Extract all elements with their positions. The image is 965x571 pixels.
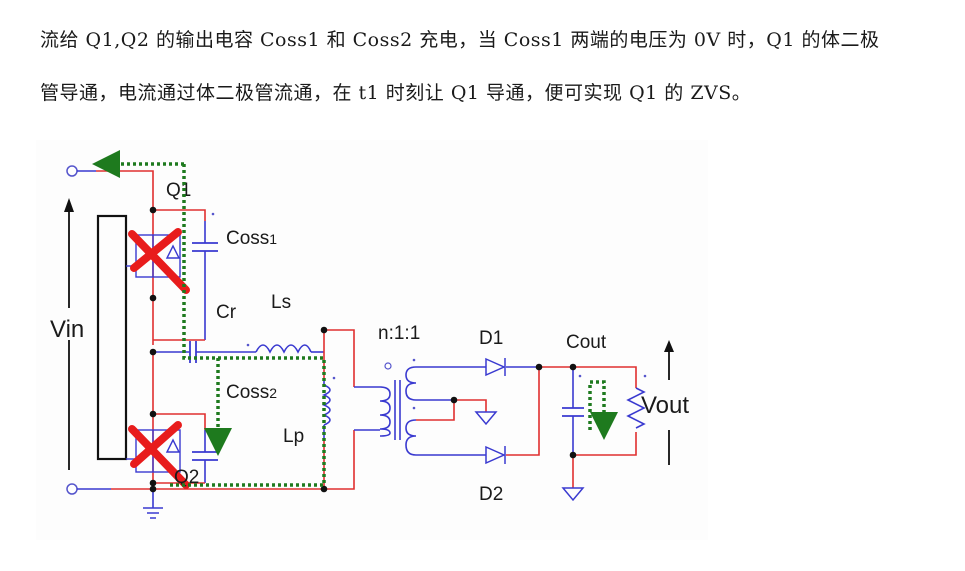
vin-label: Vin <box>50 316 84 343</box>
d1-label: D1 <box>479 328 503 349</box>
turns-ratio-label: n:1:1 <box>378 323 420 344</box>
load-resistor-icon <box>626 387 646 429</box>
cr-label: Cr <box>216 302 237 323</box>
coss1-capacitor-icon <box>192 242 218 252</box>
coss1-label: Coss1 <box>226 228 277 249</box>
body-paragraph: 流给 Q1,Q2 的输出电容 Coss1 和 Coss2 充电，当 Coss1 … <box>40 14 960 120</box>
junction-dots <box>149 206 577 493</box>
coss2-capacitor-icon <box>192 451 218 461</box>
cout-label: Cout <box>566 332 607 353</box>
paragraph-line-1: 流给 Q1,Q2 的输出电容 Coss1 和 Coss2 充电，当 Coss1 … <box>40 29 880 51</box>
d2-diode-icon <box>485 445 506 465</box>
lp-label: Lp <box>283 426 304 447</box>
current-path-output <box>588 380 618 440</box>
vin-source-block <box>96 214 128 461</box>
ls-inductor-icon <box>255 344 312 354</box>
llc-circuit-figure: Vin <box>36 140 708 540</box>
vin-negative-terminal-icon <box>66 483 78 495</box>
chassis-ground-icon <box>143 507 163 519</box>
q2-disabled-cross-icon <box>128 421 190 489</box>
vin-positive-terminal-icon <box>66 165 78 177</box>
transformer-icon <box>379 366 417 456</box>
vout-label: Vout <box>641 392 689 419</box>
vin-arrow-icon <box>64 198 74 470</box>
d2-label: D2 <box>479 484 503 505</box>
vout-arrow-icon <box>664 340 674 465</box>
cout-capacitor-icon <box>562 407 584 417</box>
output-ground-icon <box>561 487 585 502</box>
paragraph-line-2: 管导通，电流通过体二极管流通，在 t1 时刻让 Q1 导通，便可实现 Q1 的 … <box>40 82 752 104</box>
q2-label: Q2 <box>174 467 199 488</box>
q1-disabled-cross-icon <box>128 228 190 294</box>
d1-diode-icon <box>485 357 506 377</box>
circuit-diagram: Vin <box>50 150 689 519</box>
q1-label: Q1 <box>166 180 191 201</box>
ls-label: Ls <box>271 292 291 313</box>
current-path-primary <box>92 150 326 487</box>
secondary-ground-icon <box>474 411 498 426</box>
coss2-label: Coss2 <box>226 382 277 403</box>
